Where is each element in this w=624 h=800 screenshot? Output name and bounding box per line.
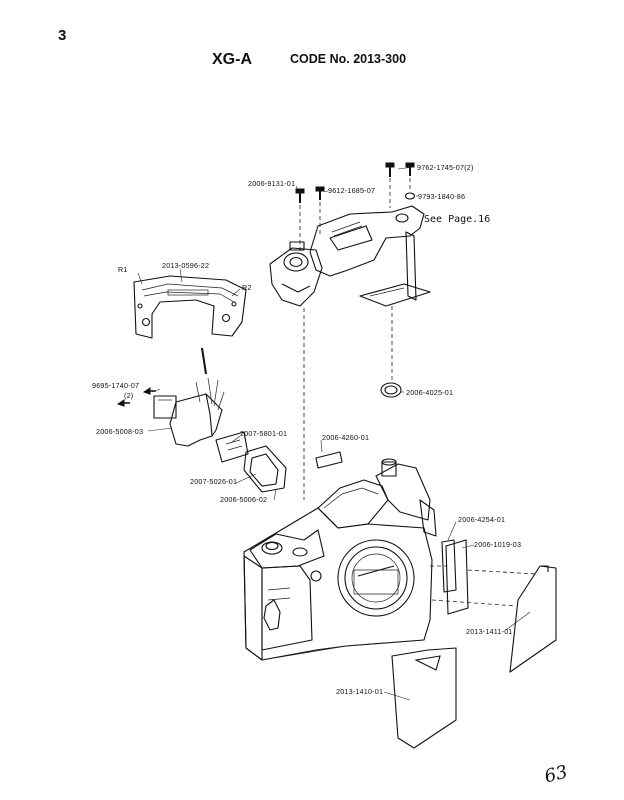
callout-label: 2013-1410-01 bbox=[336, 687, 383, 696]
model-title: XG-A bbox=[212, 51, 252, 68]
callout-label: 2006-4260-01 bbox=[322, 433, 369, 442]
screw-middle bbox=[315, 186, 325, 200]
handwritten-mark: 63 bbox=[542, 762, 569, 788]
washer-small bbox=[404, 192, 416, 200]
callout-label: 2007-5801-01 bbox=[240, 429, 287, 438]
right-leatherette bbox=[509, 565, 557, 673]
callout-label: 2013-1411-01 bbox=[466, 627, 513, 636]
callout-label: 9612-1685-07 bbox=[328, 186, 375, 195]
callout-label: 2006-4025-01 bbox=[406, 388, 453, 397]
screw-left bbox=[295, 188, 305, 203]
side-strip-narrow bbox=[441, 539, 457, 593]
callout-label: 2006-1019-03 bbox=[474, 540, 521, 549]
direction-arrow bbox=[201, 347, 207, 375]
callout-label: 9762-1745-07(2) bbox=[417, 163, 474, 172]
callout-label: R2 bbox=[242, 283, 252, 292]
eyepiece-contact-block bbox=[153, 377, 225, 447]
side-screws bbox=[116, 387, 156, 407]
eyepiece-glass-plate bbox=[315, 451, 343, 469]
callout-label: (2) bbox=[124, 391, 133, 400]
page-number: 3 bbox=[58, 27, 66, 44]
front-leatherette bbox=[391, 647, 457, 749]
callout-label: 2006-5006-02 bbox=[220, 495, 267, 504]
viewfinder-frame bbox=[243, 445, 287, 493]
callout-label: 2007-5026-01 bbox=[190, 477, 237, 486]
callout-label: 2006-9131-01 bbox=[248, 179, 295, 188]
callout-label: 9695-1740-07 bbox=[92, 381, 139, 390]
callout-label: 2013-0596-22 bbox=[162, 261, 209, 270]
side-strip-wide bbox=[445, 539, 469, 615]
code-number: CODE No. 2013-300 bbox=[290, 52, 406, 66]
leader-lines bbox=[147, 166, 531, 701]
prism-holder-assembly bbox=[269, 205, 431, 307]
see-page-note: See Page.16 bbox=[424, 214, 490, 225]
eyepiece-frame bbox=[133, 275, 247, 339]
camera-body bbox=[243, 458, 437, 661]
screw-right bbox=[385, 162, 415, 177]
prism-glass bbox=[215, 431, 249, 463]
callout-label: R1 bbox=[118, 265, 128, 274]
o-ring bbox=[380, 382, 402, 398]
callout-label: 2006-5008-03 bbox=[96, 427, 143, 436]
callout-label: 2006-4254-01 bbox=[458, 515, 505, 524]
callout-label: 9793-1840-86 bbox=[418, 192, 465, 201]
